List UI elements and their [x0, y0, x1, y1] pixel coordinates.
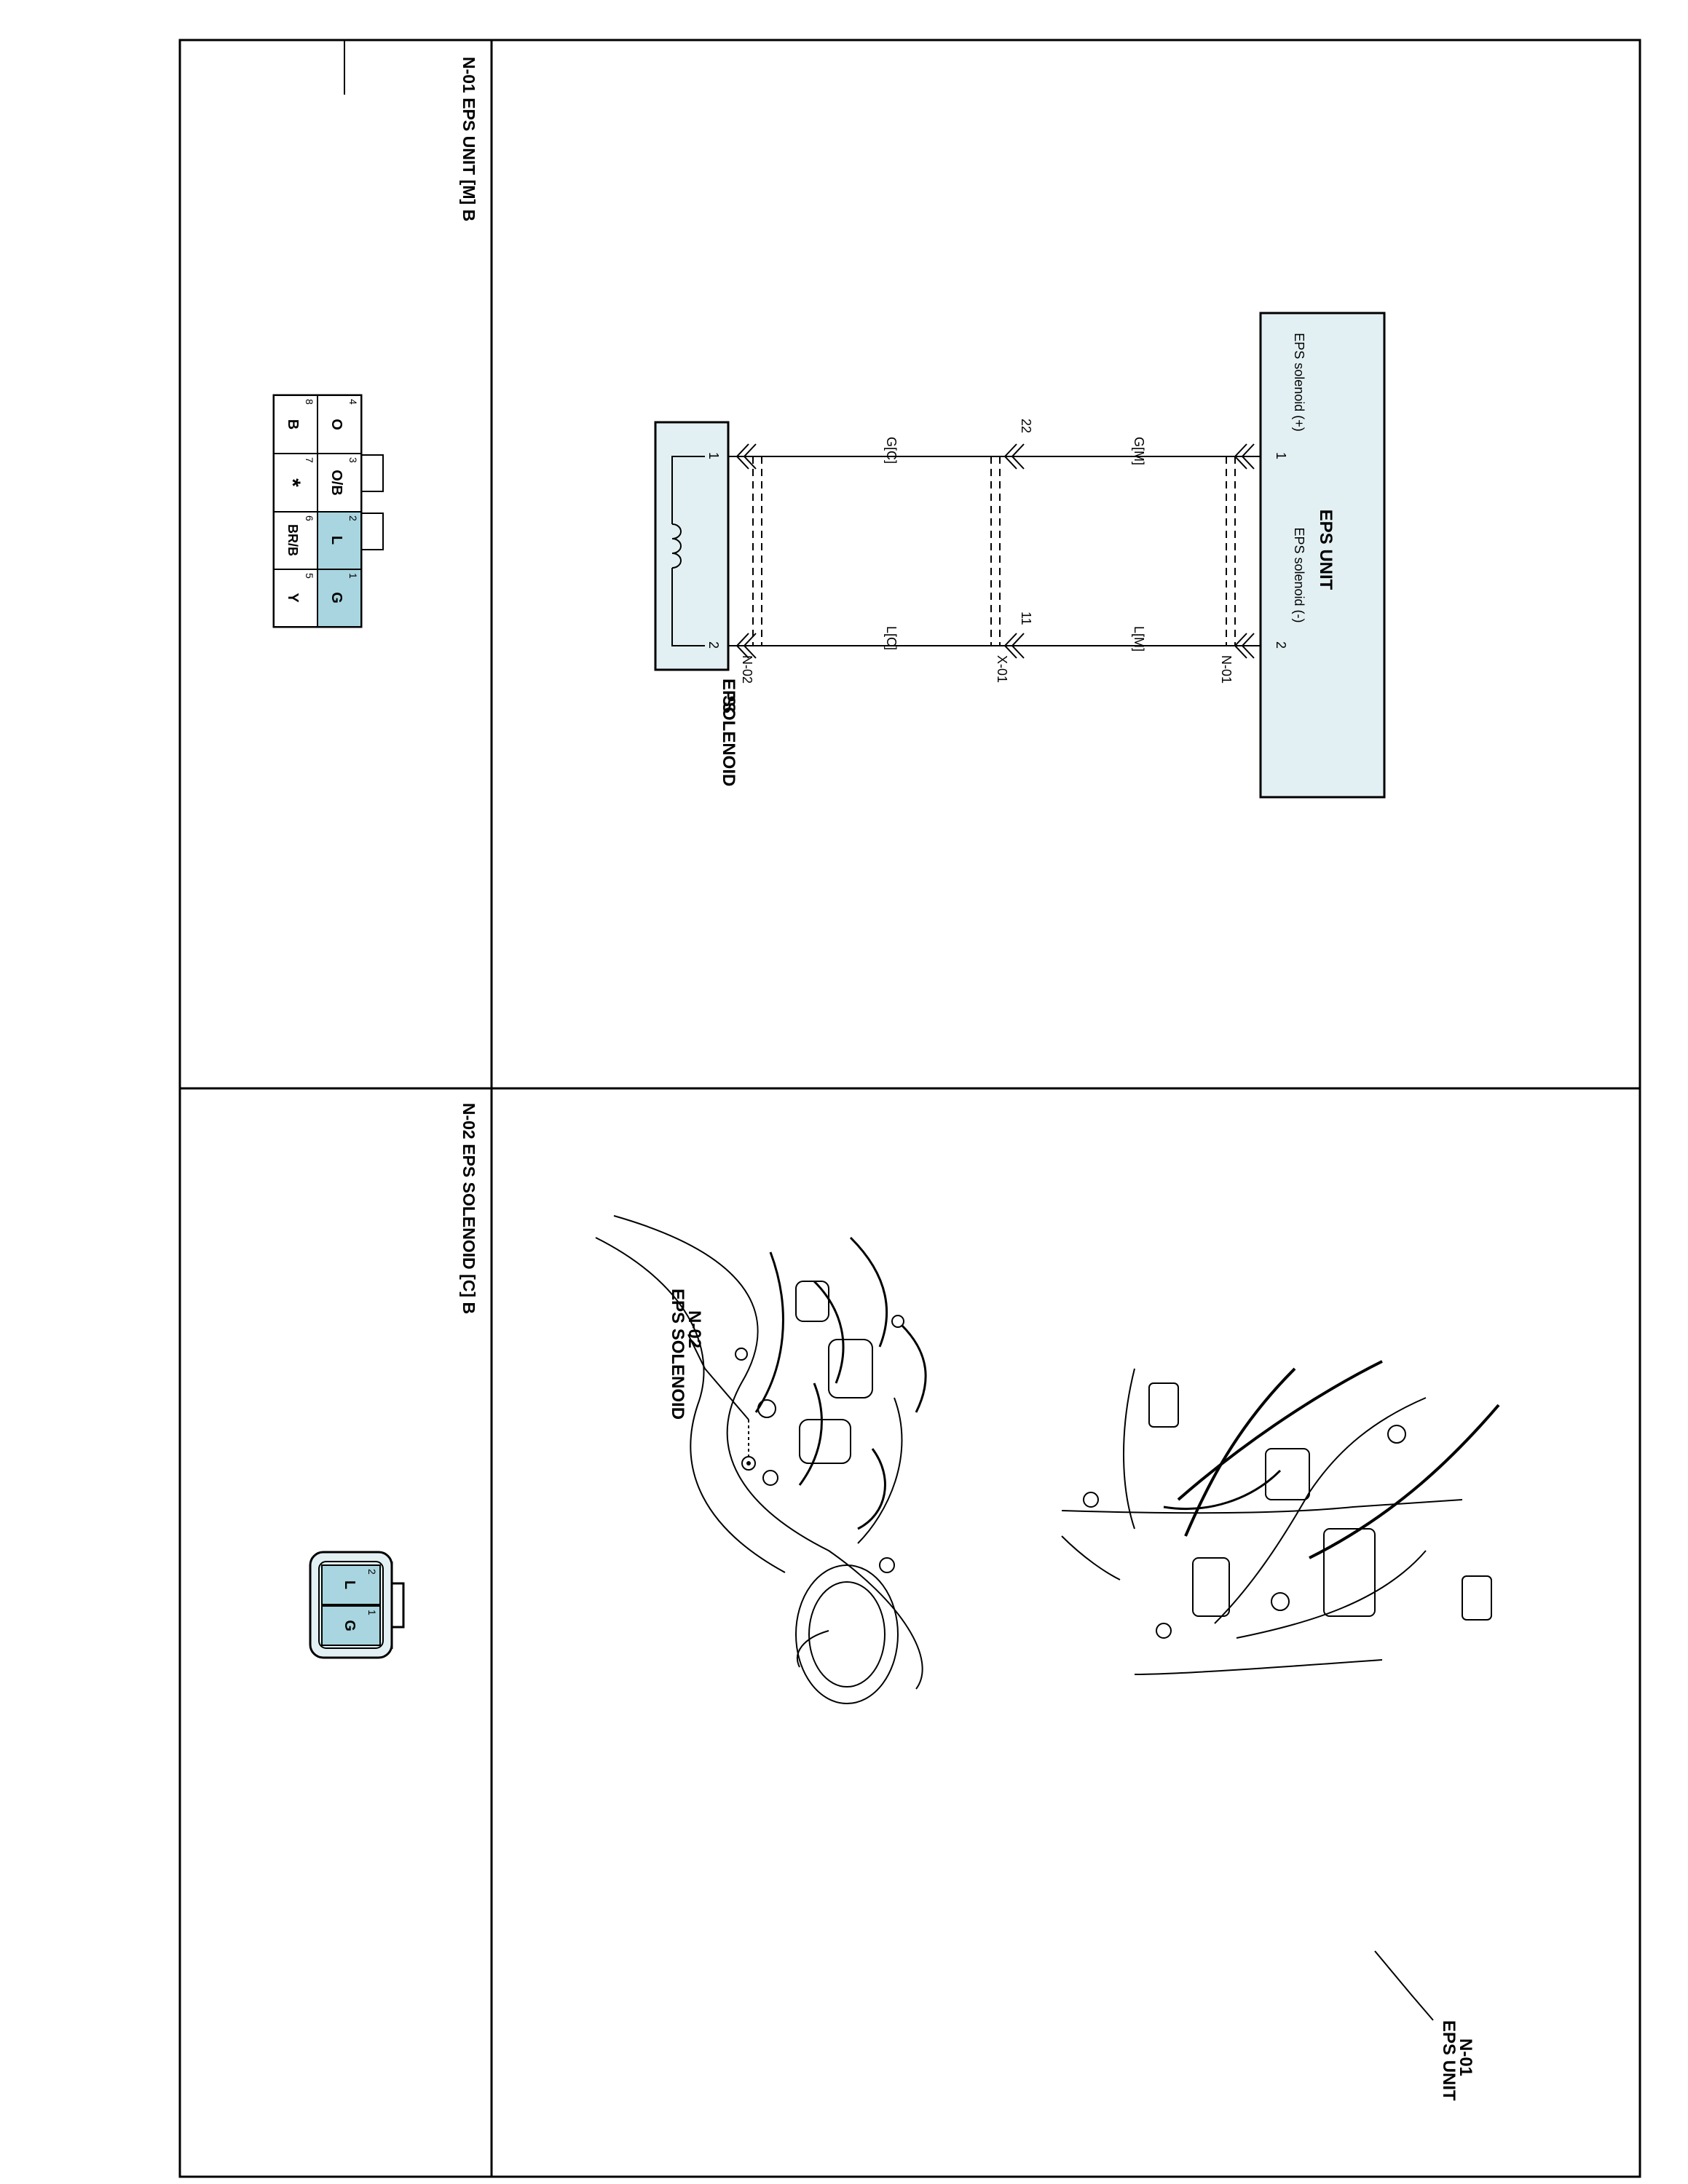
n01-label-3: O/B	[328, 470, 344, 496]
n02-cell-2	[321, 1564, 381, 1605]
wire-color-g-m: G[M]	[1132, 437, 1146, 465]
panel-title-n01: N-01 EPS UNIT [M] B	[460, 57, 478, 221]
n01-pin-3: 3	[347, 457, 359, 463]
eps-unit-pin2: 2	[1274, 641, 1288, 649]
n01-label-6: BR/B	[285, 524, 300, 556]
n01-label-7: *	[280, 478, 304, 487]
connector-n01-face: 4 O 3 O/B 2 L 1 G 8 B 7 * 6 BR/B 5 Y	[272, 394, 384, 628]
n01-latch-left	[360, 454, 384, 492]
wire-color-g-c: G[C]	[884, 437, 899, 464]
location-unit-line2: N-01	[1456, 2038, 1475, 2076]
n02-pin-1: 1	[366, 1610, 378, 1615]
n02-pin-2: 2	[366, 1569, 378, 1575]
n01-label-1: G	[328, 592, 344, 604]
joint-x01-label: X-01	[995, 655, 1009, 683]
n01-pin-1: 1	[347, 573, 359, 579]
solenoid-coil-symbol	[671, 456, 705, 646]
eps-unit-title: EPS UNIT	[1316, 510, 1336, 590]
solenoid-leader-line	[687, 1334, 749, 1420]
eps-unit-pin1: 1	[1274, 452, 1288, 459]
n01-pin-2: 2	[347, 515, 359, 521]
location-unit-line1: EPS UNIT	[1439, 2020, 1459, 2101]
connector-n01-symbol	[1226, 443, 1255, 659]
n01-pin-5: 5	[304, 573, 315, 579]
wire-color-l-m: L[M]	[1132, 626, 1146, 652]
n01-pin-8: 8	[304, 399, 315, 405]
n01-pin-7: 7	[304, 457, 315, 463]
n01-cell-5	[273, 569, 318, 628]
location-solenoid-line2: N-02	[685, 1310, 704, 1348]
connector-n02-symbol	[735, 443, 762, 659]
n02-cell-1	[321, 1605, 381, 1646]
solenoid-name-line1: EPS	[719, 678, 738, 713]
solenoid-name-line2: SOLENOID	[719, 695, 738, 786]
n01-latch-right	[360, 513, 384, 550]
joint-pin-right: 11	[1019, 612, 1033, 625]
solenoid-location-dot	[746, 1461, 751, 1465]
n01-label-8: B	[285, 419, 301, 430]
joint-pin-left: 22	[1019, 419, 1033, 433]
joint-x01-symbol	[990, 443, 1025, 659]
unit-leader-line	[1374, 1950, 1434, 2021]
connector-n02-label: N-02	[740, 655, 754, 684]
n01-pin-6: 6	[304, 515, 315, 521]
wire-color-l-c: L[C]	[884, 626, 899, 650]
panel-title-n02: N-02 EPS SOLENOID [C] B	[460, 1103, 478, 1314]
location-engine-bay-drawing	[595, 1215, 927, 1704]
location-dash-harness-drawing	[1061, 1360, 1500, 1675]
sheet-frame	[178, 39, 1641, 2178]
connector-n02-face: 2 L 1 G	[309, 1551, 405, 1659]
n01-label-4: O	[328, 419, 344, 430]
solenoid-pin1: 1	[706, 452, 721, 459]
n02-label-1: G	[342, 1620, 358, 1631]
n01-pin-4: 4	[347, 399, 359, 405]
location-solenoid-line1: EPS SOLENOID	[668, 1289, 687, 1420]
connector-n01-label: N-01	[1219, 655, 1234, 684]
solenoid-pin2: 2	[706, 641, 721, 649]
circuit-schematic: EPS UNIT EPS solenoid (+) EPS solenoid (…	[654, 312, 1386, 799]
eps-solenoid-box	[654, 421, 730, 671]
n02-label-2: L	[342, 1580, 358, 1589]
eps-unit-pin1-label: EPS solenoid (+)	[1292, 333, 1306, 432]
solenoid-location-marker	[741, 1456, 756, 1471]
n01-label-2: L	[328, 536, 344, 545]
n01-label-5: Y	[285, 593, 301, 603]
eps-unit-pin2-label: EPS solenoid (-)	[1292, 527, 1306, 622]
eps-unit-box	[1259, 312, 1386, 799]
